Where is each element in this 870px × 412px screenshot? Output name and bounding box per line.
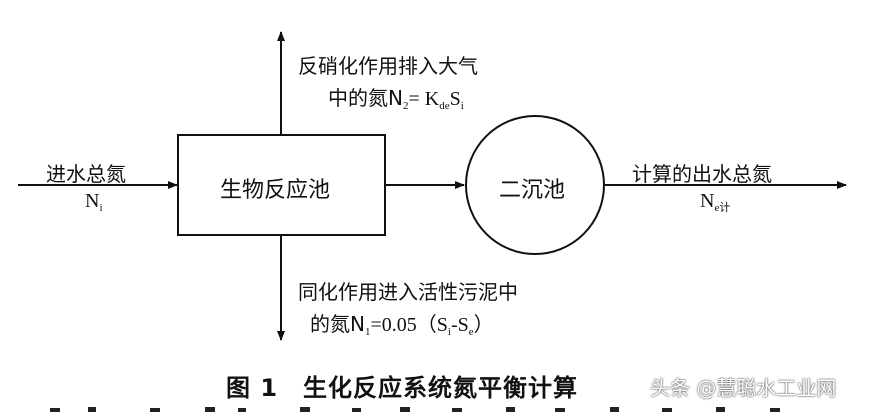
assimilation-line2-mid2: -S [450, 314, 469, 336]
inlet-symbol-sub: i [99, 202, 103, 214]
outlet-symbol: Ne计 [700, 190, 731, 214]
clarifier-label: 二沉池 [499, 178, 566, 203]
denitrification-sub2: de [439, 100, 450, 112]
assimilation-line2-mid: =0.05（S [370, 314, 448, 336]
bioreactor-label: 生物反应池 [220, 178, 331, 203]
watermark: 头条 @慧聪水工业网 [650, 376, 837, 400]
outlet-symbol-sub: e计 [714, 202, 731, 214]
denitrification-line2: 中的氮N2= KdeSi [328, 82, 464, 112]
denitrification-sub3: i [460, 100, 464, 112]
denitrification-line2-mid: = K [408, 88, 440, 110]
inlet-symbol-letter: N [85, 190, 100, 212]
assimilation-line2-end: ） [473, 314, 494, 336]
figure-caption: 图 1 生化反应系统氮平衡计算 [226, 374, 579, 402]
outlet-label: 计算的出水总氮 [632, 162, 772, 186]
cropped-next-line [0, 404, 870, 412]
outlet-symbol-letter: N [700, 190, 715, 212]
denitrification-line2-prefix: 中的氮N [328, 86, 403, 110]
assimilation-line2: 的氮N1=0.05（Si-Se） [310, 308, 494, 338]
inlet-label: 进水总氮 [46, 162, 126, 186]
assimilation-sub2: i [447, 326, 451, 338]
assimilation-line2-prefix: 的氮N [310, 312, 365, 336]
inlet-symbol: Ni [85, 190, 103, 214]
assimilation-sub3: e [468, 326, 474, 338]
assimilation-sub1: 1 [364, 326, 371, 338]
denitrification-line1: 反硝化作用排入大气 [298, 54, 478, 78]
denitrification-sub1: 2 [402, 100, 409, 112]
denitrification-line2-mid2: S [449, 88, 461, 110]
assimilation-line1: 同化作用进入活性污泥中 [298, 280, 518, 304]
